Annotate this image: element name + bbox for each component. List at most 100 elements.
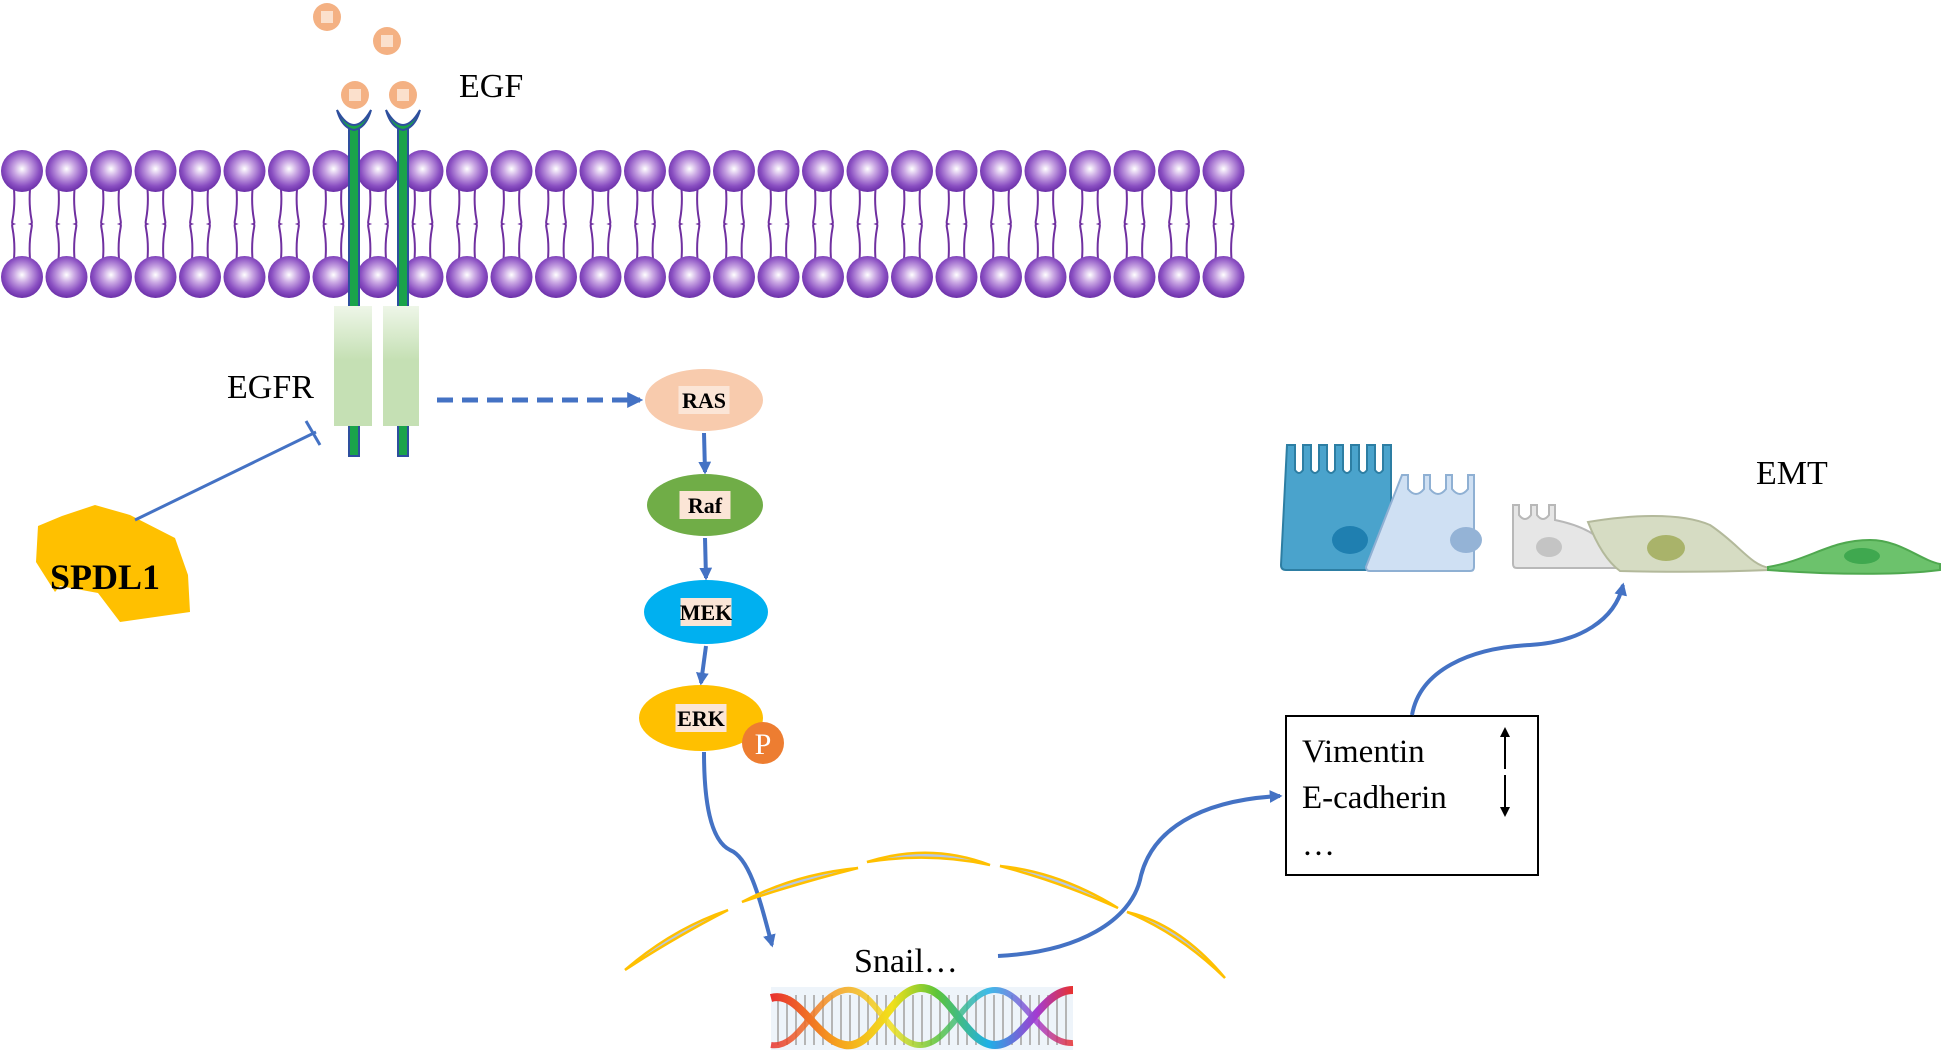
nuclear-envelope-segment — [866, 851, 991, 867]
snail-to-markers-arrow — [997, 790, 1283, 958]
erk-label: ERK — [677, 706, 725, 731]
lipid-head-inner — [579, 256, 622, 298]
lipid-head-inner — [668, 256, 711, 298]
egfr-receptor-dimer — [334, 109, 421, 457]
lipid-head-outer — [1069, 150, 1111, 192]
lipid-head-outer — [490, 150, 533, 192]
lipid-molecule — [223, 150, 266, 298]
lipid-head-outer — [846, 150, 889, 192]
lipid-molecule — [134, 150, 177, 298]
cascade-arrow — [699, 537, 713, 581]
lipid-head-inner — [357, 256, 399, 298]
node-ras: RAS — [645, 369, 763, 431]
lipid-head-inner — [535, 256, 577, 298]
egf-ligand-bound-2 — [389, 81, 417, 109]
egfr-label: EGFR — [227, 369, 314, 406]
lipid-head-inner — [312, 256, 355, 298]
lipid-head-inner — [891, 256, 933, 298]
lipid-head-outer — [535, 150, 577, 192]
lipid-head-inner — [1158, 256, 1200, 298]
lipid-head-inner — [846, 256, 889, 298]
lipid-molecule — [90, 150, 132, 298]
lipid-molecule — [1024, 150, 1067, 298]
lipid-head-outer — [1024, 150, 1067, 192]
lipid-head-outer — [1202, 150, 1245, 192]
lipid-molecule — [490, 150, 533, 298]
raf-label-bg — [679, 491, 731, 519]
lipid-molecule — [980, 150, 1022, 298]
phosphate-badge: P — [742, 722, 784, 764]
spdl1-blob-shape — [36, 505, 190, 622]
lipid-molecule — [1158, 150, 1200, 298]
snail-label: Snail… — [854, 943, 958, 980]
ras-label: RAS — [682, 388, 726, 413]
emt-markers-box: Vimentin E-cadherin … — [1285, 715, 1539, 876]
egf-label: EGF — [459, 68, 523, 105]
lipid-head-inner — [268, 256, 310, 298]
egfr-receptor-1 — [334, 109, 372, 457]
lipid-head-outer — [1158, 150, 1200, 192]
lipid-molecule — [802, 150, 844, 298]
lipid-molecule — [668, 150, 711, 298]
ras-label-bg — [678, 386, 730, 414]
lipid-head-inner — [45, 256, 88, 298]
lipid-head-inner — [1069, 256, 1111, 298]
lipid-head-inner — [446, 256, 488, 298]
cell-membrane-lipid-bilayer — [1, 150, 1245, 298]
lipid-head-outer — [891, 150, 933, 192]
lipid-molecule — [1069, 150, 1111, 298]
lipid-head-inner — [179, 256, 221, 298]
lipid-molecule — [312, 150, 355, 298]
lipid-molecule — [357, 150, 399, 298]
lipid-head-inner — [401, 256, 444, 298]
spdl1-label: SPDL1 — [50, 557, 160, 597]
lipid-molecule — [935, 150, 978, 298]
lipid-molecule — [535, 150, 577, 298]
lipid-molecule — [891, 150, 933, 298]
lipid-molecule — [401, 150, 444, 298]
lipid-molecule — [624, 150, 666, 298]
egf-ligand-free-1 — [313, 3, 341, 31]
cascade-arrow — [698, 432, 712, 475]
nuclear-envelope-segment — [624, 908, 729, 972]
lipid-head-inner — [624, 256, 666, 298]
erk-to-nucleus-arrow — [702, 751, 776, 948]
lipid-head-inner — [1024, 256, 1067, 298]
mek-label: MEK — [680, 600, 733, 625]
mek-label-bg — [680, 598, 732, 626]
lipid-head-inner — [490, 256, 533, 298]
lipid-head-inner — [90, 256, 132, 298]
nuclear-envelope — [624, 851, 1226, 979]
lipid-molecule — [268, 150, 310, 298]
lipid-head-inner — [134, 256, 177, 298]
nuclear-envelope-segment — [741, 866, 859, 904]
node-mek: MEK — [644, 580, 768, 644]
lipid-head-outer — [624, 150, 666, 192]
lipid-head-outer — [1113, 150, 1156, 192]
lipid-molecule — [1113, 150, 1156, 298]
phosphate-label: P — [755, 728, 772, 761]
lipid-head-outer — [802, 150, 844, 192]
lipid-head-inner — [935, 256, 978, 298]
lipid-molecule — [1, 150, 43, 298]
mesenchymal-cell — [1767, 538, 1941, 575]
egf-ligands — [313, 3, 417, 109]
lipid-head-outer — [757, 150, 800, 192]
lipid-head-outer — [579, 150, 622, 192]
egf-ligand-bound-1 — [341, 81, 369, 109]
intermediate-cell-2 — [1512, 504, 1622, 569]
lipid-head-outer — [134, 150, 177, 192]
egfr-kinase-domain-1 — [334, 306, 372, 426]
lipid-head-outer — [179, 150, 221, 192]
lipid-head-outer — [90, 150, 132, 192]
lipid-head-inner — [757, 256, 800, 298]
spdl1-protein: SPDL1 — [36, 505, 190, 622]
lipid-head-outer — [312, 150, 355, 192]
lipid-head-outer — [935, 150, 978, 192]
lipid-head-outer — [401, 150, 444, 192]
lipid-head-outer — [268, 150, 310, 192]
marker-more: … — [1302, 827, 1335, 863]
lipid-molecule — [579, 150, 622, 298]
inhibition-arrow — [134, 420, 322, 522]
